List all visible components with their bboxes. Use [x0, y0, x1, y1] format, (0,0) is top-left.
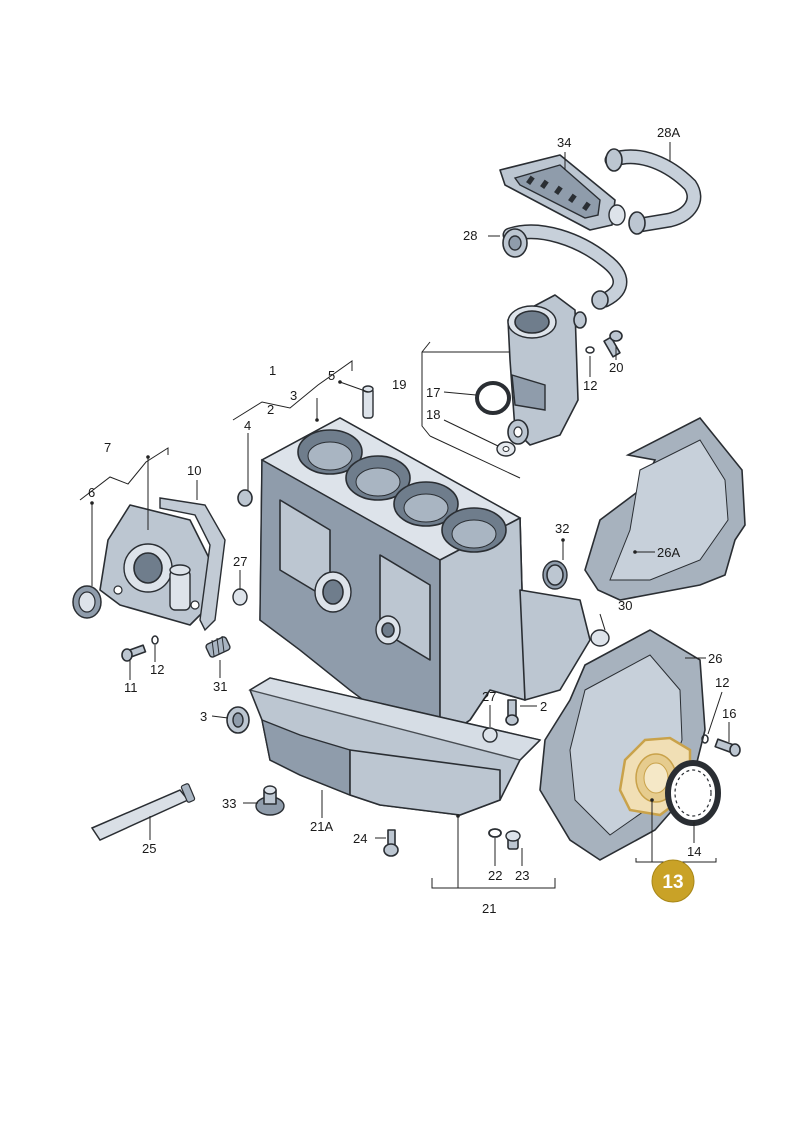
bolt-20[interactable]: [603, 330, 623, 358]
label-1: 1: [269, 363, 276, 378]
label-19: 19: [392, 377, 406, 392]
label-21a: 21A: [310, 819, 333, 834]
label-22: 22: [488, 868, 502, 883]
drain-plug-33[interactable]: [255, 785, 285, 816]
label-5: 5: [328, 368, 335, 383]
highlight-badge-circle: [651, 859, 695, 903]
gasket-18[interactable]: [496, 441, 516, 457]
label-31: 31: [213, 679, 227, 694]
label-3-left: 3: [200, 709, 207, 724]
label-12-left: 12: [150, 662, 164, 677]
sleeve-27-left[interactable]: [232, 588, 248, 606]
bolt-16[interactable]: [714, 738, 741, 757]
label-23: 23: [515, 868, 529, 883]
plate-26a-inner: [609, 439, 729, 581]
sleeve-4[interactable]: [237, 489, 253, 507]
leader-dots: [90, 380, 654, 818]
label-18: 18: [426, 407, 440, 422]
label-12-top: 12: [583, 378, 597, 393]
label-32: 32: [555, 521, 569, 536]
front-sealing-flange[interactable]: [99, 504, 211, 626]
label-20: 20: [609, 360, 623, 375]
label-2-top: 2: [267, 402, 274, 417]
washer-12-left[interactable]: [151, 635, 159, 645]
label-14: 14: [687, 844, 701, 859]
label-2-right: 2: [540, 699, 547, 714]
sleeve-27-right[interactable]: [482, 727, 498, 743]
sealant-tube-25[interactable]: [90, 783, 196, 841]
label-10: 10: [187, 463, 201, 478]
breather-housing[interactable]: [499, 154, 626, 231]
oil-seal-6[interactable]: [72, 585, 102, 619]
gasket-17[interactable]: [475, 381, 511, 415]
bolt-11[interactable]: [121, 644, 147, 662]
flange-gasket-10[interactable]: [159, 497, 226, 632]
bolt-2[interactable]: [505, 699, 519, 726]
label-26: 26: [708, 651, 722, 666]
label-11: 11: [124, 680, 138, 695]
label-17: 17: [426, 385, 440, 400]
highlight-badge-label: 13: [662, 872, 683, 893]
label-30: 30: [618, 598, 632, 613]
label-27-left: 27: [233, 554, 247, 569]
label-24: 24: [353, 831, 367, 846]
oil-filter-housing[interactable]: [507, 294, 587, 446]
washer-12-right[interactable]: [701, 734, 709, 744]
cylinder-bores: [297, 429, 507, 553]
washer-12-top[interactable]: [585, 346, 595, 354]
sleeve-30[interactable]: [590, 629, 610, 647]
label-28: 28: [463, 228, 477, 243]
breather-hose-28[interactable]: [502, 224, 628, 310]
label-25: 25: [142, 841, 156, 856]
label-33: 33: [222, 796, 236, 811]
cylinder-block[interactable]: [259, 417, 591, 746]
sleeve-3[interactable]: [226, 706, 250, 734]
leader-lines: [79, 142, 730, 889]
bolt-24[interactable]: [383, 829, 399, 857]
part-labels: 1 2 3 5 4 7 6 10 27 11 12 31 3 33 25 21A…: [88, 125, 736, 916]
label-27-right: 27: [482, 689, 496, 704]
seal-ring-14[interactable]: [665, 760, 721, 826]
highlight-badge-13[interactable]: 13: [651, 859, 695, 903]
label-7: 7: [104, 440, 111, 455]
label-4: 4: [244, 418, 251, 433]
label-34: 34: [557, 135, 571, 150]
cover-32[interactable]: [542, 560, 568, 590]
label-21: 21: [482, 901, 496, 916]
spring-pin-31[interactable]: [205, 635, 231, 658]
label-12-right: 12: [715, 675, 729, 690]
oil-pan[interactable]: [248, 677, 542, 816]
label-28a: 28A: [657, 125, 680, 140]
washer-22[interactable]: [488, 828, 502, 838]
breather-hose-28a[interactable]: [604, 148, 702, 235]
label-16: 16: [722, 706, 736, 721]
label-6: 6: [88, 485, 95, 500]
label-26a: 26A: [657, 545, 680, 560]
dowel-pin-5[interactable]: [362, 385, 374, 419]
label-3-top: 3: [290, 388, 297, 403]
plug-23[interactable]: [505, 830, 521, 850]
